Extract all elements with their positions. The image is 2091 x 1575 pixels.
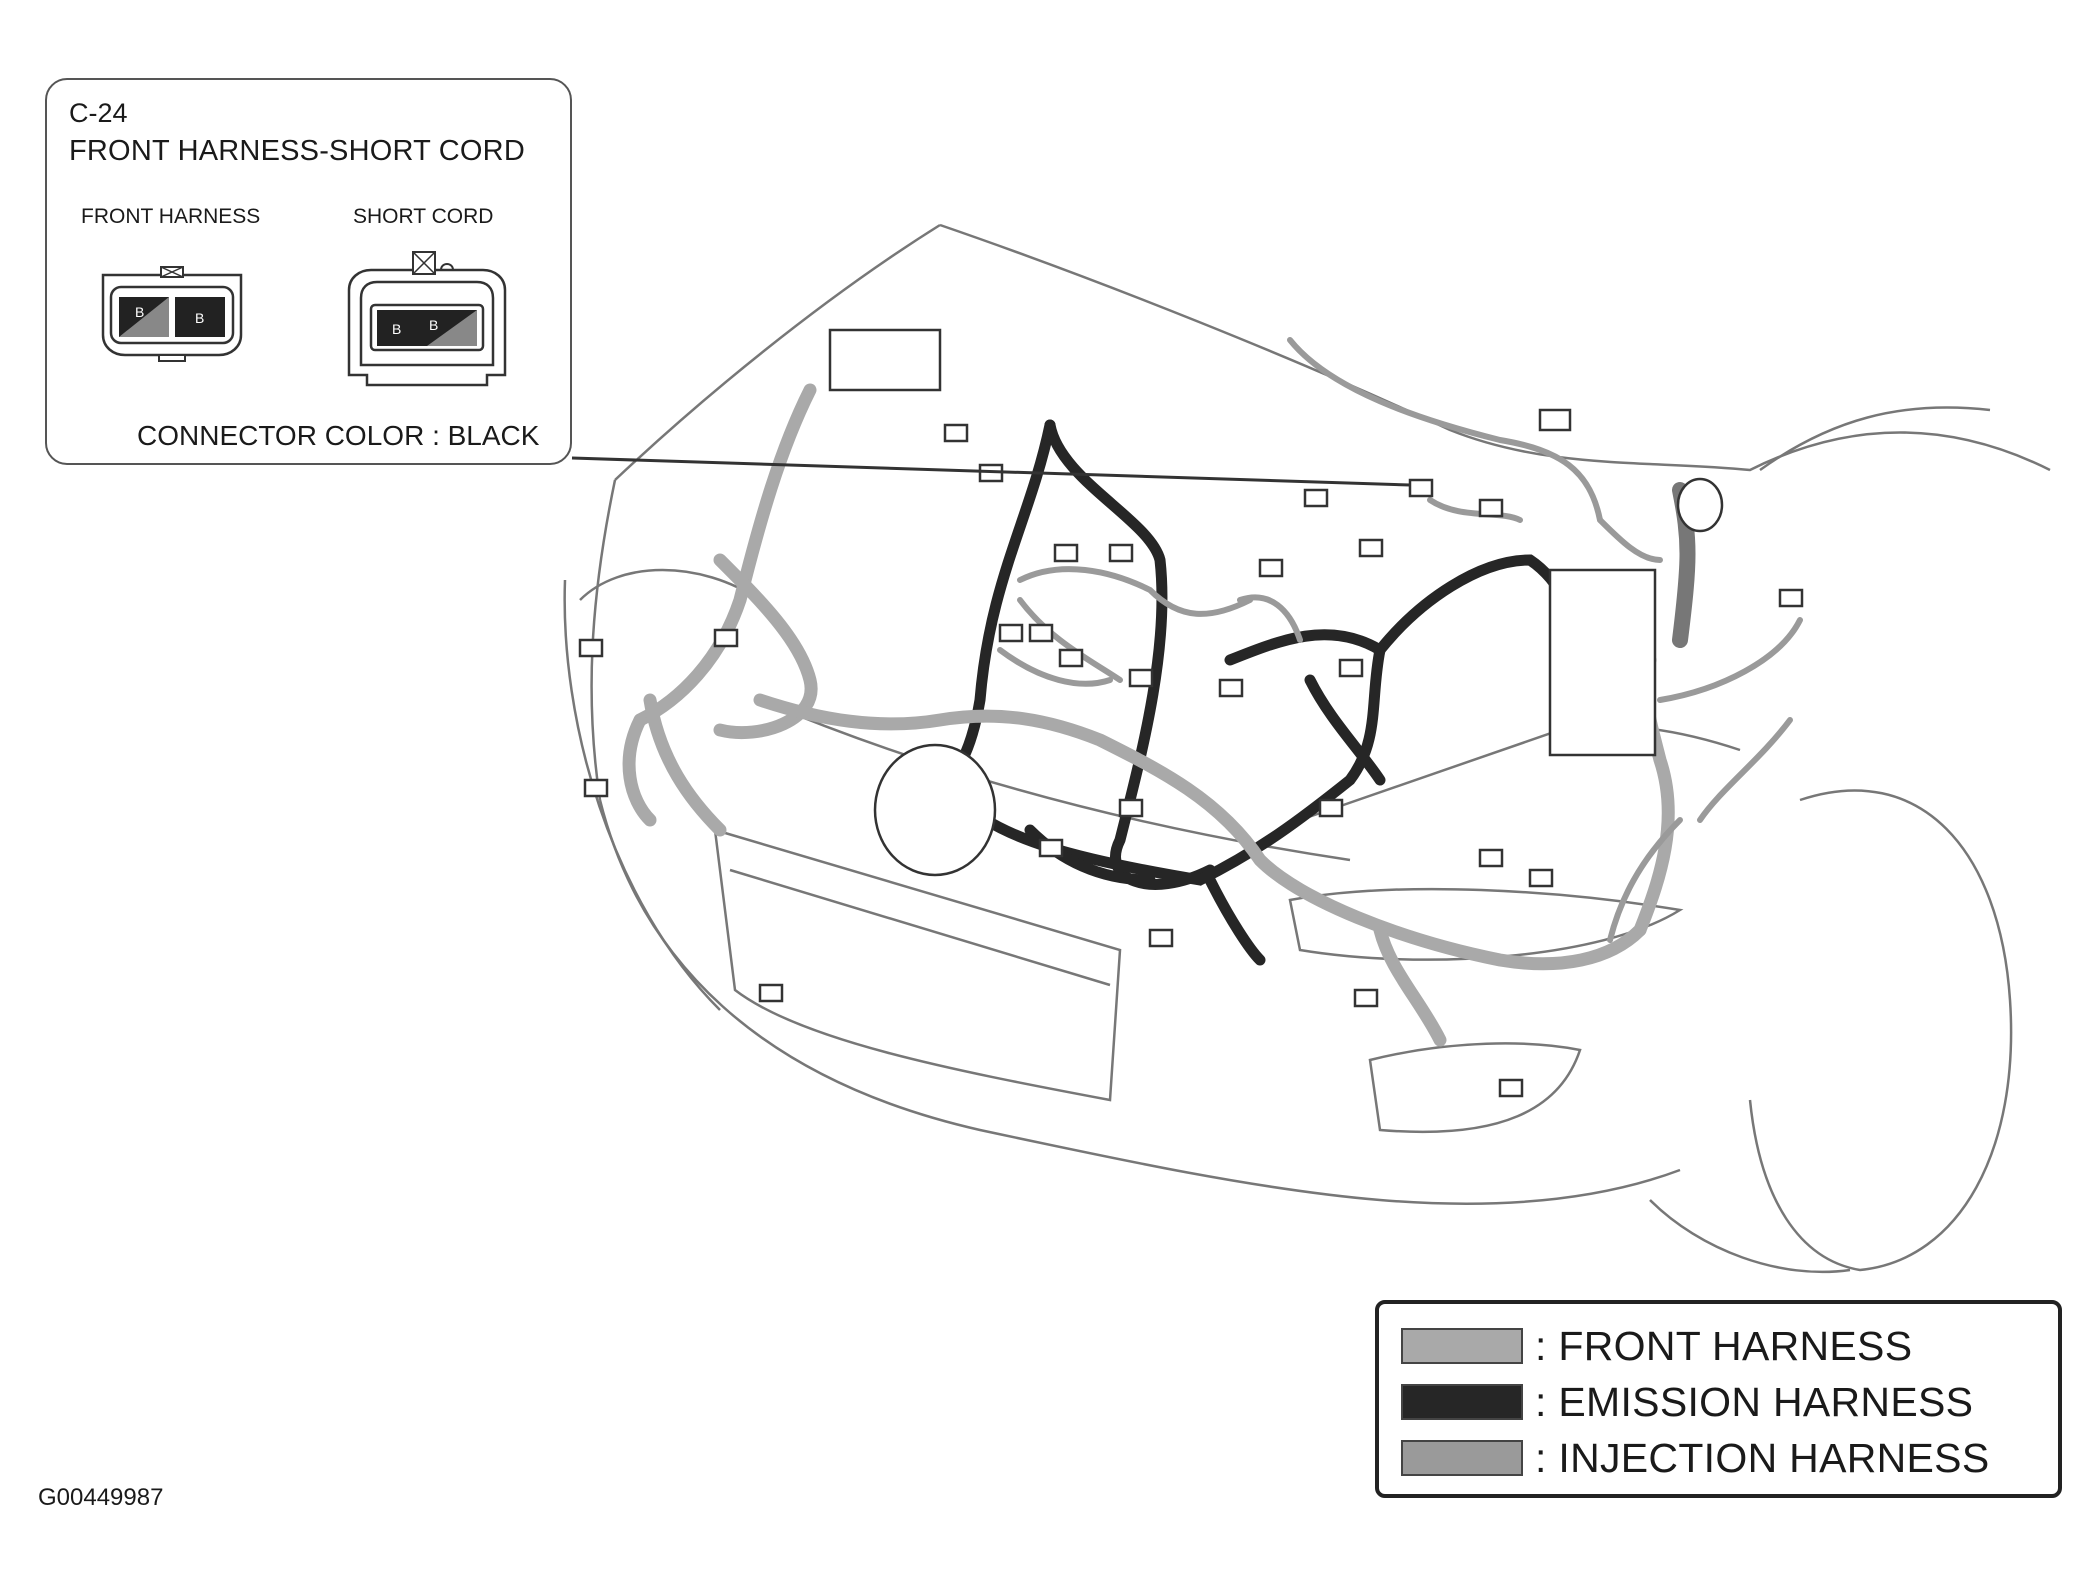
legend-label-injection-harness: : INJECTION HARNESS — [1535, 1434, 1990, 1481]
front-pin-2-label: B — [195, 310, 204, 326]
horn-component — [873, 743, 997, 877]
legend-item-front-harness: : FRONT HARNESS — [1401, 1322, 1912, 1370]
figure-id: G00449987 — [38, 1484, 164, 1511]
front-harness-connector-label: FRONT HARNESS — [81, 205, 261, 228]
legend-item-emission-harness: : EMISSION HARNESS — [1401, 1378, 1973, 1426]
emission-harness — [914, 419, 1574, 966]
car-body-outline — [563, 223, 2051, 1274]
front-pin-1-label: B — [135, 304, 144, 320]
legend-swatch-emission-harness — [1401, 1384, 1523, 1420]
legend-swatch-front-harness — [1401, 1328, 1523, 1364]
legend-label-front-harness: : FRONT HARNESS — [1535, 1322, 1913, 1369]
injection-harness — [997, 337, 1803, 943]
connector-color-note: CONNECTOR COLOR : BLACK — [137, 420, 540, 451]
connector-title: FRONT HARNESS-SHORT CORD — [69, 135, 525, 167]
legend-item-injection-harness: : INJECTION HARNESS — [1401, 1434, 1989, 1482]
short-cord-connector-label: SHORT CORD — [353, 205, 494, 228]
callout-leader-line — [571, 456, 1411, 487]
connector-id: C-24 — [69, 98, 128, 128]
legend-label-emission-harness: : EMISSION HARNESS — [1535, 1378, 1974, 1425]
connector-callout: C-24 FRONT HARNESS-SHORT CORD FRONT HARN… — [45, 78, 572, 465]
short-pin-1-label: B — [392, 321, 401, 337]
short-pin-2-label: B — [429, 317, 438, 333]
front-harness-connector-face: B B — [101, 266, 243, 362]
harness-legend: : FRONT HARNESS : EMISSION HARNESS : INJ… — [1375, 1300, 2062, 1498]
connectors — [578, 328, 1804, 1098]
front-harness — [622, 383, 1675, 1047]
cable-end-cap — [1676, 477, 1724, 533]
legend-swatch-injection-harness — [1401, 1440, 1523, 1476]
short-cord-connector-face: B B — [347, 251, 507, 387]
